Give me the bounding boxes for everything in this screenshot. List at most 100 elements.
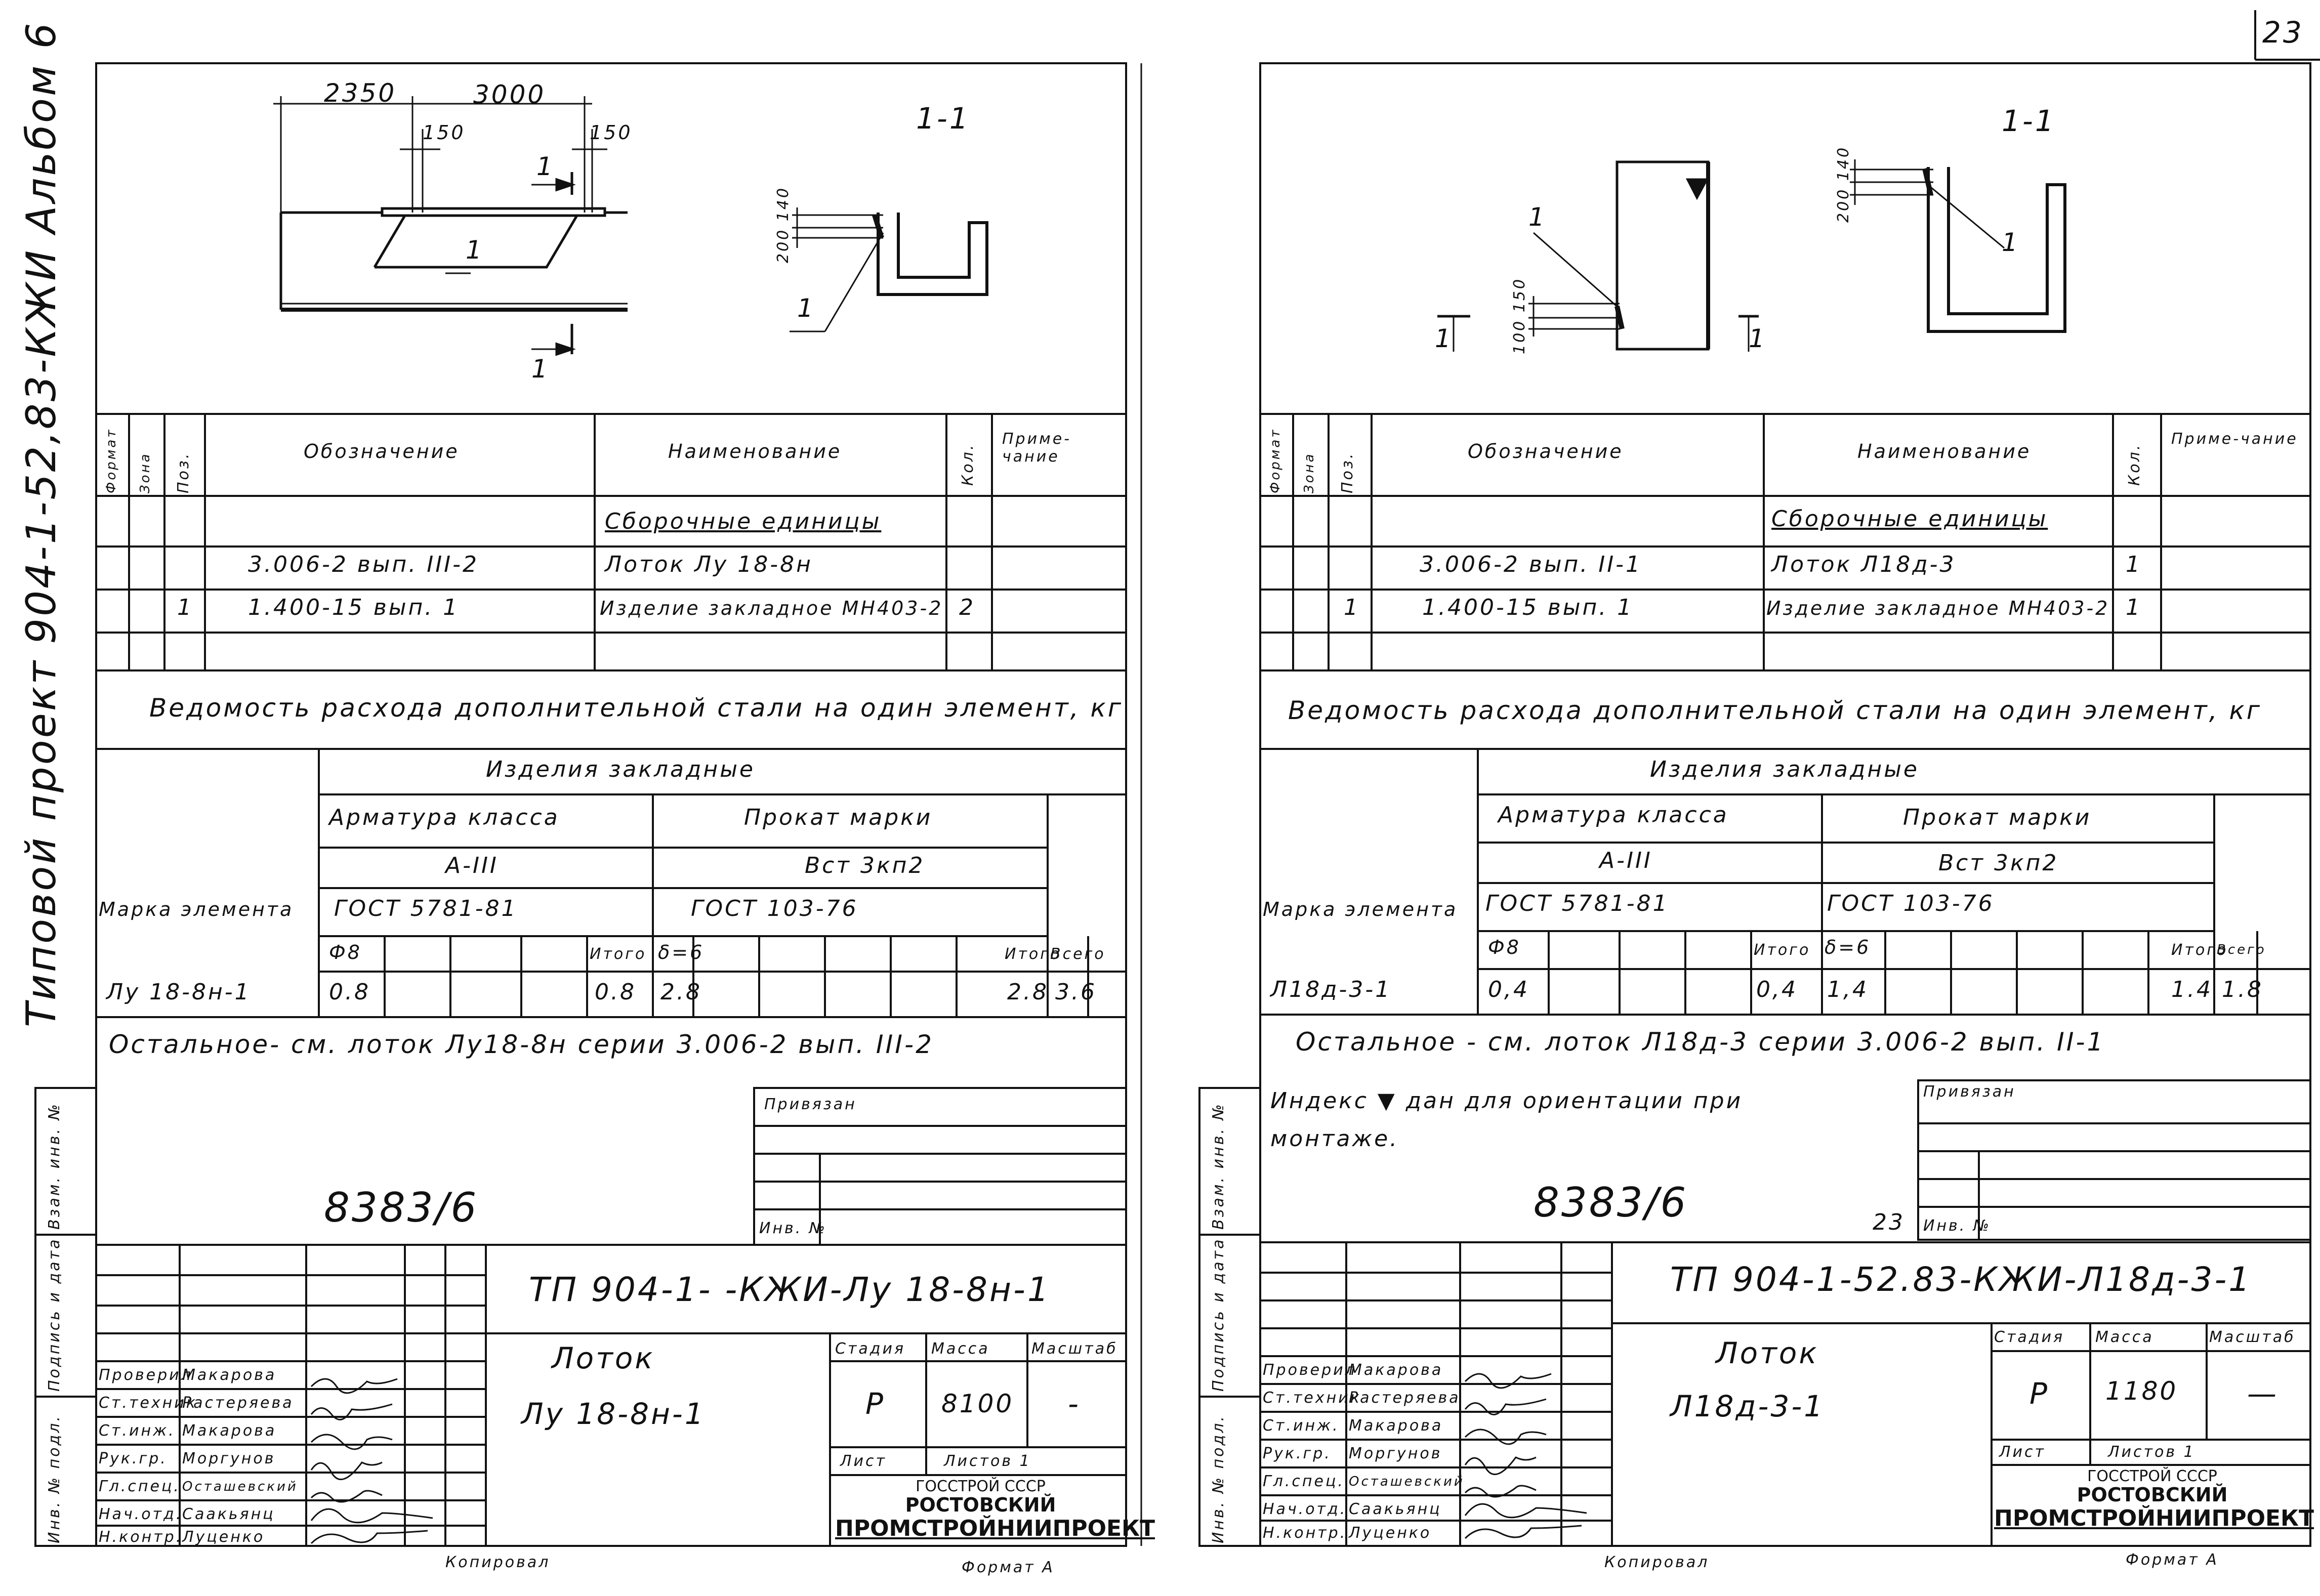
right-steel-class-val: А-III — [1599, 848, 1652, 873]
right-spec-row1-qty: 1 — [2126, 552, 2142, 577]
right-signer-name: Луценко — [1349, 1524, 1432, 1542]
left-spec-row2-pos: 1 — [177, 595, 193, 620]
left-steel-row-grand: 3.6 — [1055, 979, 1097, 1005]
left-steel-row-total1: 0.8 — [595, 979, 636, 1005]
left-steel-mark-label: Марка элемента — [99, 898, 294, 920]
right-callout-1a: 1 — [1528, 202, 1547, 232]
right-mass: 1180 — [2105, 1376, 2178, 1406]
right-item-title: Лоток — [1716, 1336, 1819, 1370]
right-copied: Копировал — [1604, 1553, 1710, 1571]
album-title: Типовой проект 904-1-52,83-КЖИ Альбом 6 — [18, 21, 65, 1027]
right-signer-role: Н.контр. — [1263, 1524, 1347, 1542]
right-steel-grand-label: Всего — [2217, 942, 2266, 957]
right-scale-label: Масштаб — [2209, 1328, 2296, 1346]
left-sheets-label: Листов 1 — [944, 1452, 1031, 1470]
left-spec-col-pos: Поз. — [175, 451, 192, 493]
right-steel-total-label2: Итого — [2171, 941, 2228, 959]
right-dim-200-140: 200 140 — [1835, 145, 1852, 223]
page-number: 23 — [2262, 15, 2304, 50]
right-doc-code: ТП 904-1-52.83-КЖИ-Л18д-3-1 — [1670, 1260, 2252, 1299]
left-inv-no: Инв. № — [759, 1220, 827, 1237]
left-steel-gost2: ГОСТ 103-76 — [691, 896, 858, 921]
left-steel-embedded: Изделия закладные — [486, 757, 755, 782]
left-spec-group: Сборочные единицы — [605, 509, 882, 534]
side-label-sign: Подпись и дата — [46, 1237, 63, 1392]
right-callout-1c: 1 — [1435, 324, 1453, 353]
right-org-3: ПРОМСТРОЙНИИПРОЕКТ — [1994, 1505, 2314, 1531]
right-steel-row-total2: 1.4 — [2171, 977, 2213, 1002]
right-callout-1d: 1 — [1749, 324, 1767, 353]
left-steel-row-delta6: 2.8 — [660, 979, 702, 1005]
left-steel-gost1: ГОСТ 5781-81 — [334, 896, 518, 921]
right-steel-title: Ведомость расхода дополнительной стали н… — [1288, 696, 2262, 725]
left-signer-role: Проверил — [99, 1366, 193, 1384]
left-note: Остальное- см. лоток Лу18-8н серии 3.006… — [109, 1030, 934, 1059]
right-section-label: 1-1 — [2002, 104, 2056, 138]
left-steel-diam: Ф8 — [329, 941, 362, 963]
right-steel-gost2: ГОСТ 103-76 — [1827, 891, 1995, 916]
left-signature-scribbles — [310, 1378, 433, 1544]
right-spec-col-format: Формат — [1268, 428, 1283, 494]
left-signer-role: Ст.инж. — [99, 1422, 176, 1440]
left-dim-3000: 3000 — [473, 80, 546, 109]
left-dim-200-140: 200 140 — [774, 186, 792, 263]
left-spec-row2-designation: 1.400-15 вып. 1 — [248, 595, 460, 620]
left-callout-1b: 1 — [466, 235, 484, 265]
right-steel-gost1: ГОСТ 5781-81 — [1485, 891, 1669, 916]
left-spec-col-note: Приме-чание — [1002, 430, 1072, 466]
left-steel-total-label1: Итого — [590, 945, 647, 963]
left-spec-row1-designation: 3.006-2 вып. III-2 — [248, 552, 479, 577]
left-spec-row1-name: Лоток Лу 18-8н — [605, 552, 813, 577]
right-signer-role: Ст.техник — [1263, 1389, 1361, 1407]
left-spec-col-format: Формат — [104, 428, 119, 494]
right-org-2: РОСТОВСКИЙ — [2077, 1484, 2228, 1506]
left-item-title: Лоток — [552, 1341, 655, 1375]
right-steel-row-delta6: 1,4 — [1827, 977, 1869, 1002]
left-steel-delta: δ=6 — [658, 941, 705, 963]
left-signer-role: Ст.техник — [99, 1394, 197, 1412]
left-steel-rolled: Прокат марки — [744, 805, 933, 830]
left-format: Формат А — [962, 1559, 1055, 1576]
left-signer-name: Растеряева — [182, 1394, 294, 1412]
side-label-vzam-right: Взам. инв. № — [1210, 1102, 1227, 1230]
left-steel-rebar-class: Арматура класса — [329, 805, 560, 830]
right-spec-col-name: Наименование — [1857, 440, 2032, 463]
right-steel-mark-label: Марка элемента — [1263, 898, 1458, 920]
side-label-vzam: Взам. инв. № — [46, 1102, 63, 1230]
right-steel-delta: δ=6 — [1825, 936, 1871, 958]
right-signer-role: Проверил — [1263, 1361, 1357, 1379]
right-note-3: монтаже. — [1270, 1126, 1399, 1152]
left-dim-2350: 2350 — [324, 78, 397, 108]
left-spec-col-designation: Обозначение — [304, 440, 460, 463]
left-spec-col-name: Наименование — [668, 440, 842, 463]
left-org-3: ПРОМСТРОЙНИИПРОЕКТ — [835, 1516, 1155, 1541]
right-spec-row2-qty: 1 — [2126, 595, 2142, 620]
right-signer-name: Осташевский — [1349, 1474, 1465, 1489]
left-stage: Р — [865, 1387, 885, 1421]
right-steel-rolled: Прокат марки — [1903, 805, 2092, 830]
right-signer-name: Макарова — [1349, 1361, 1443, 1379]
left-spec-row2-qty: 2 — [959, 595, 975, 620]
right-steel-row-total1: 0,4 — [1756, 977, 1798, 1002]
right-sheet-label: Лист — [1999, 1443, 2046, 1461]
right-steel-embedded: Изделия закладные — [1650, 757, 1919, 782]
left-scale-label: Масштаб — [1031, 1340, 1118, 1358]
left-signer-name: Саакьянц — [182, 1505, 275, 1523]
right-org-1: ГОССТРОЙ СССР — [2087, 1467, 2217, 1485]
left-section-drawing — [790, 207, 988, 332]
right-spec-group: Сборочные единицы — [1771, 506, 2048, 532]
left-privyazan: Привязан — [764, 1096, 857, 1113]
left-org-2: РОСТОВСКИЙ — [905, 1494, 1056, 1516]
right-spec-col-qty: Кол. — [2126, 443, 2143, 486]
right-callout-1b: 1 — [2002, 228, 2020, 257]
side-label-sign-right: Подпись и дата — [1210, 1237, 1227, 1392]
left-stage-label: Стадия — [835, 1340, 906, 1358]
right-item-mark: Л18д-3-1 — [1670, 1389, 1825, 1423]
right-archive-small: 23 — [1873, 1209, 1905, 1235]
left-section-label: 1-1 — [916, 101, 970, 136]
right-spec-row1-name: Лоток Л18д-3 — [1771, 552, 1956, 577]
right-section-drawing — [1850, 159, 2066, 333]
left-plan-drawing — [273, 96, 628, 356]
right-steel-total-label1: Итого — [1754, 941, 1811, 959]
right-signer-name: Моргунов — [1349, 1445, 1442, 1462]
